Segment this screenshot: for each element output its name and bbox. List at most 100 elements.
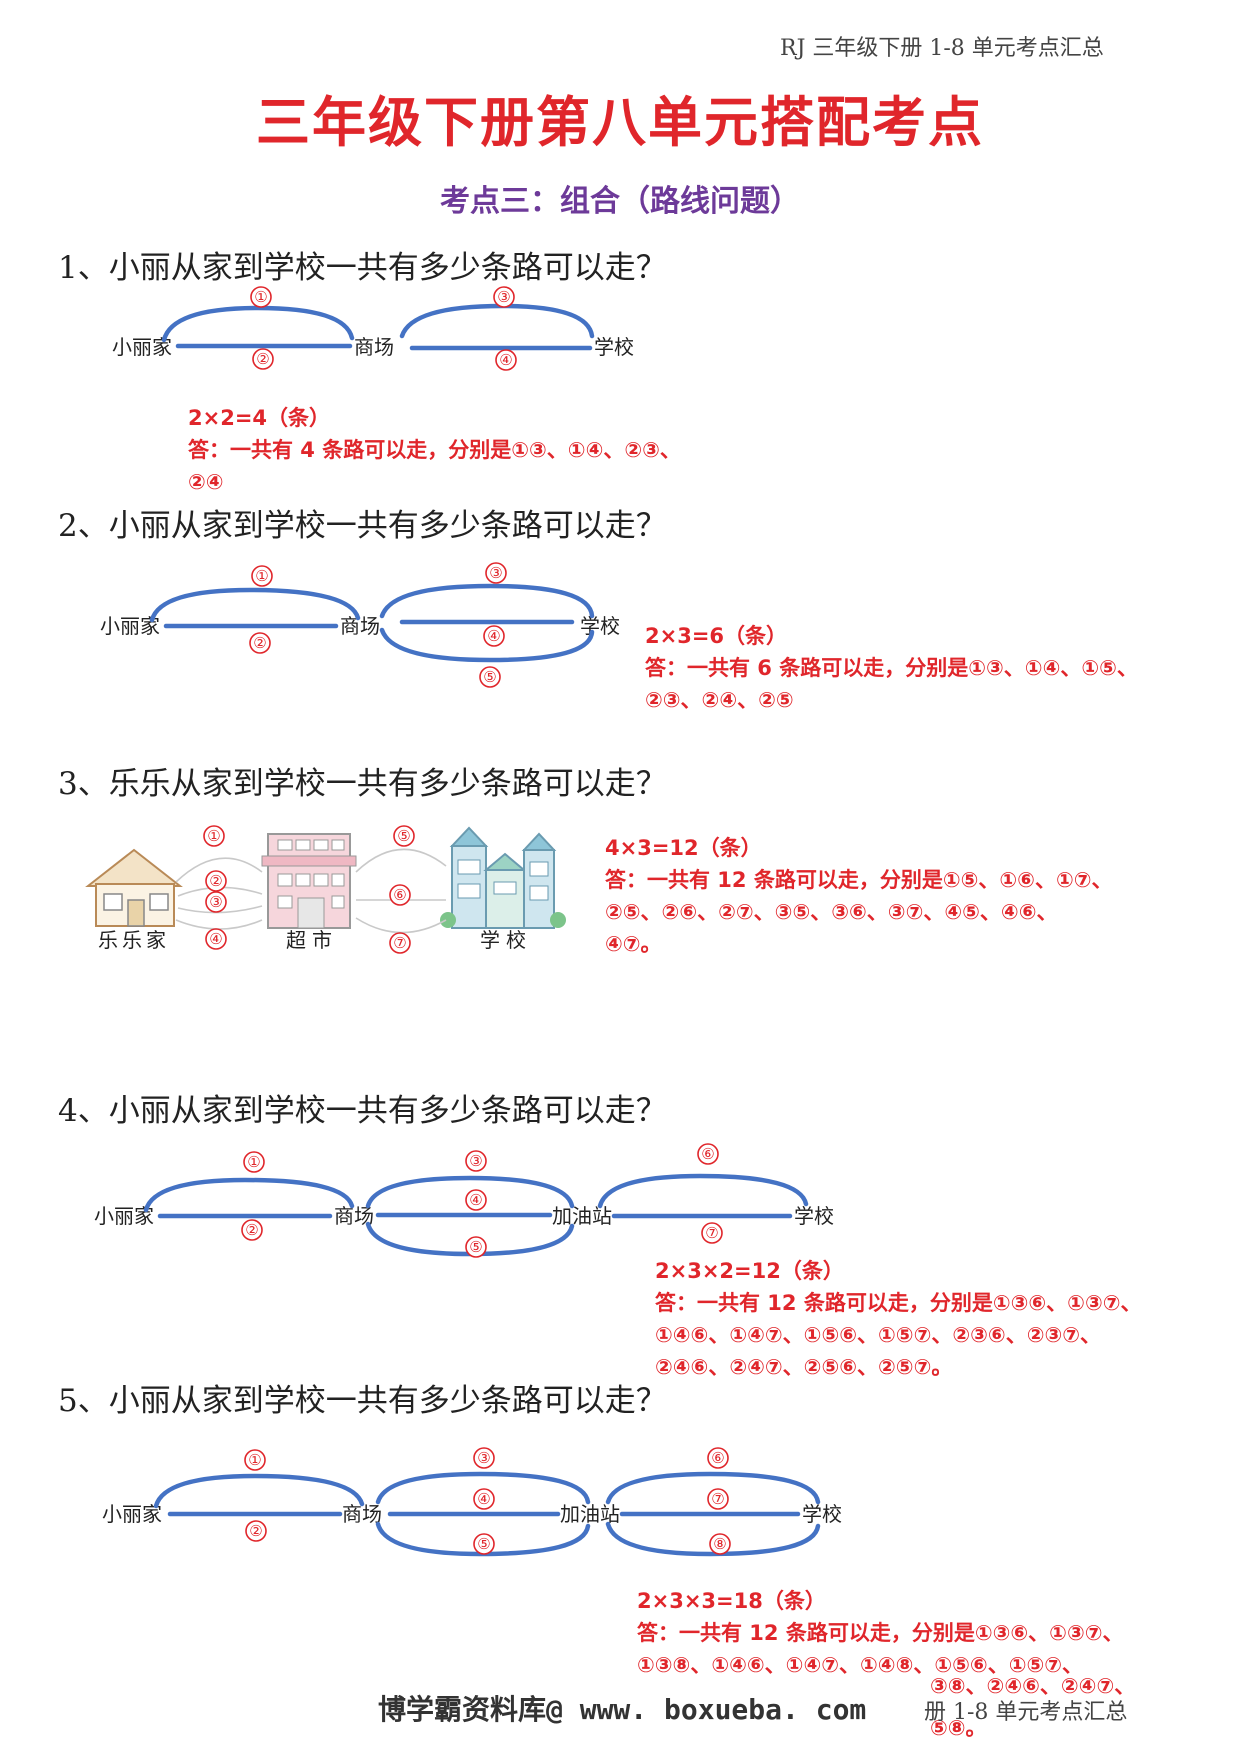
route-label-6: ⑥ [389,884,411,906]
route-label-7: ⑦ [701,1222,723,1244]
school-icon [440,826,566,929]
route-label-4: ④ [483,625,505,647]
footer-note: 册 1-8 单元考点汇总 [924,1700,1128,1725]
place-supermarket: 超市 [286,928,338,952]
answer-block-5: 2×3×3=18（条） 答：一共有 12 条路可以走，分别是①③⑥、①③⑦、 ①… [637,1585,1124,1681]
svg-text:③: ③ [477,1449,490,1467]
header-note: RJ 三年级下册 1-8 单元考点汇总 [780,36,1104,61]
route-1 [175,857,263,883]
route-5 [379,627,595,663]
place-school: 学校 [794,1204,834,1228]
answer-block-1: 2×2=4（条） 答：一共有 4 条路可以走，分别是①③、①④、②③、 ②④ [188,402,681,498]
question-2: 2、小丽从家到学校一共有多少条路可以走？ [58,508,667,544]
answer-line: 答：一共有 12 条路可以走，分别是①③⑥、①③⑦、 [655,1291,1142,1315]
formula: 2×3×2=12（条） [655,1259,844,1283]
place-home: 小丽家 [94,1204,154,1228]
answer-line-overlap: ③⑧、②④⑥、②④⑦、 [930,1674,1136,1698]
svg-text:①: ① [248,1451,261,1469]
route-diagram-5: 小丽家 商场 加油站 学校 ① ② ③ ④ ⑤ ⑥ ⑦ ⑧ [0,1440,860,1570]
svg-text:②: ② [245,1221,258,1239]
route-label-7: ⑦ [707,1488,729,1510]
route-label-5: ⑤ [479,666,501,688]
answer-line: 答：一共有 6 条路可以走，分别是①③、①④、①⑤、 [645,656,1138,680]
route-label-2: ② [241,1219,263,1241]
route-diagram-2: 小丽家 商场 学校 ① ② ③ ④ ⑤ [0,560,700,690]
route-label-2: ② [205,870,227,892]
formula: 4×3=12（条） [605,836,762,860]
place-school: 学校 [802,1502,842,1526]
route-label-2: ② [252,348,274,370]
route-label-4: ④ [465,1189,487,1211]
formula: 2×2=4（条） [188,406,331,430]
svg-text:①: ① [247,1153,260,1171]
page-subtitle: 考点三：组合（路线问题） [440,184,800,219]
answer-block-2: 2×3=6（条） 答：一共有 6 条路可以走，分别是①③、①④、①⑤、 ②③、②… [645,620,1138,716]
place-school: 学校 [480,928,532,952]
place-home: 乐乐家 [98,928,170,952]
answer-line: ②④ [188,470,224,494]
route-label-1: ① [244,1449,266,1471]
route-1 [161,305,355,343]
route-4 [175,919,263,930]
route-label-5: ⑤ [473,1533,495,1555]
svg-text:⑦: ⑦ [705,1224,718,1242]
formula: 2×3×3=18（条） [637,1589,826,1613]
svg-text:③: ③ [497,288,510,306]
answer-line: 答：一共有 12 条路可以走，分别是①③⑥、①③⑦、 [637,1621,1124,1645]
question-5: 5、小丽从家到学校一共有多少条路可以走？ [58,1383,667,1419]
route-label-4: ④ [205,928,227,950]
route-3 [375,1471,591,1505]
svg-text:④: ④ [477,1490,490,1508]
route-label-3: ③ [473,1447,495,1469]
route-label-3: ③ [493,286,515,308]
svg-text:⑧: ⑧ [713,1535,726,1553]
svg-text:⑦: ⑦ [393,934,406,952]
route-label-4: ④ [473,1488,495,1510]
route-label-1: ① [243,1151,265,1173]
place-school: 学校 [580,614,620,638]
route-1 [143,1177,355,1213]
answer-block-4: 2×3×2=12（条） 答：一共有 12 条路可以走，分别是①③⑥、①③⑦、 ①… [655,1255,1142,1383]
svg-text:⑥: ⑥ [393,886,406,904]
answer-block-3: 4×3=12（条） 答：一共有 12 条路可以走，分别是①⑤、①⑥、①⑦、 ②⑤… [605,832,1113,960]
answer-line: ②④⑥、②④⑦、②⑤⑥、②⑤⑦。 [655,1355,953,1379]
place-home: 小丽家 [102,1502,162,1526]
svg-text:⑥: ⑥ [711,1449,724,1467]
route-3 [365,1175,575,1209]
route-label-7: ⑦ [389,932,411,954]
route-8 [605,1521,821,1557]
svg-text:②: ② [253,634,266,652]
route-3 [379,583,595,619]
route-diagram-1: 小丽家 商场 学校 ① ② ③ ④ [0,280,700,390]
route-label-3: ③ [465,1150,487,1172]
svg-text:①: ① [207,827,220,845]
place-school: 学校 [594,335,634,359]
svg-text:⑥: ⑥ [701,1145,714,1163]
route-diagram-4: 小丽家 商场 加油站 学校 ① ② ③ ④ ⑤ ⑥ ⑦ [0,1140,860,1270]
answer-line: ②③、②④、②⑤ [645,688,794,712]
answer-line-last: ⑤⑧。 [930,1716,987,1740]
route-6 [597,1173,809,1209]
route-label-3: ③ [205,891,227,913]
svg-text:③: ③ [209,893,222,911]
svg-text:⑤: ⑤ [469,1238,482,1256]
svg-text:④: ④ [499,351,512,369]
route-diagram-3: ① ② ③ ④ ⑤ ⑥ ⑦ 乐乐家 超市 学校 [0,820,600,970]
question-1: 1、小丽从家到学校一共有多少条路可以走？ [58,250,667,286]
route-label-5: ⑤ [465,1236,487,1258]
route-label-8: ⑧ [709,1533,731,1555]
answer-line: 答：一共有 4 条路可以走，分别是①③、①④、②③、 [188,438,681,462]
supermarket-icon [261,833,357,929]
route-label-6: ⑥ [707,1447,729,1469]
route-label-5: ⑤ [393,825,415,847]
svg-text:③: ③ [469,1152,482,1170]
route-label-1: ① [251,565,273,587]
answer-line: 答：一共有 12 条路可以走，分别是①⑤、①⑥、①⑦、 [605,868,1113,892]
svg-text:④: ④ [487,627,500,645]
route-label-1: ① [203,825,225,847]
svg-text:①: ① [254,288,267,306]
answer-line: ①④⑥、①④⑦、①⑤⑥、①⑤⑦、②③⑥、②③⑦、 [655,1323,1102,1347]
answer-line: ②⑤、②⑥、②⑦、③⑤、③⑥、③⑦、④⑤、④⑥、 [605,900,1058,924]
svg-text:⑤: ⑤ [483,668,496,686]
svg-text:⑦: ⑦ [711,1490,724,1508]
